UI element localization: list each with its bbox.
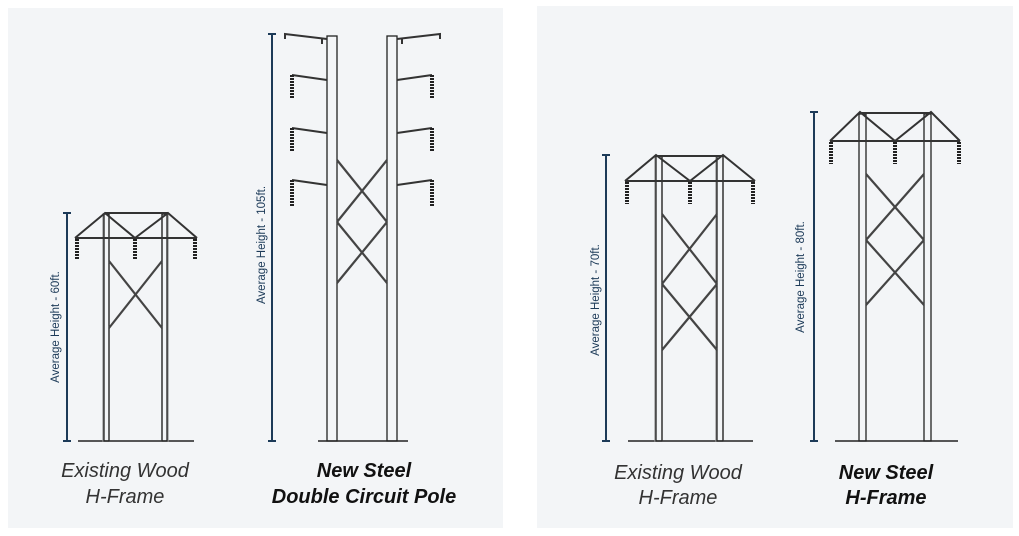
tower-steel-double-circuit-105ft: Average Height - 105ft. New Steel Double… xyxy=(256,32,456,508)
caption-line-1: New Steel xyxy=(317,460,412,482)
tower-steel-hframe-80ft: Average Height - 80ft. New Steel H-Frame xyxy=(795,110,961,509)
panel-right xyxy=(537,6,1013,528)
caption-line-2: H-Frame xyxy=(845,487,926,509)
caption-line-2: H-Frame xyxy=(639,487,718,509)
measure-label: Average Height - 105ft. xyxy=(256,186,268,304)
caption-line-1: New Steel xyxy=(839,462,934,484)
measure-label: Average Height - 70ft. xyxy=(590,244,602,356)
measure-label: Average Height - 60ft. xyxy=(50,271,62,383)
caption-line-2: H-Frame xyxy=(86,486,165,508)
tower-wood-hframe-70ft: Average Height - 70ft. Existing Wood H-F… xyxy=(590,153,756,509)
tower-wood-hframe-60ft: Average Height - 60ft. Existing Wood H-F… xyxy=(50,211,198,508)
caption-line-1: Existing Wood xyxy=(614,462,743,484)
caption-line-2: Double Circuit Pole xyxy=(272,486,456,508)
caption-line-1: Existing Wood xyxy=(61,460,190,482)
measure-label: Average Height - 80ft. xyxy=(795,221,807,333)
